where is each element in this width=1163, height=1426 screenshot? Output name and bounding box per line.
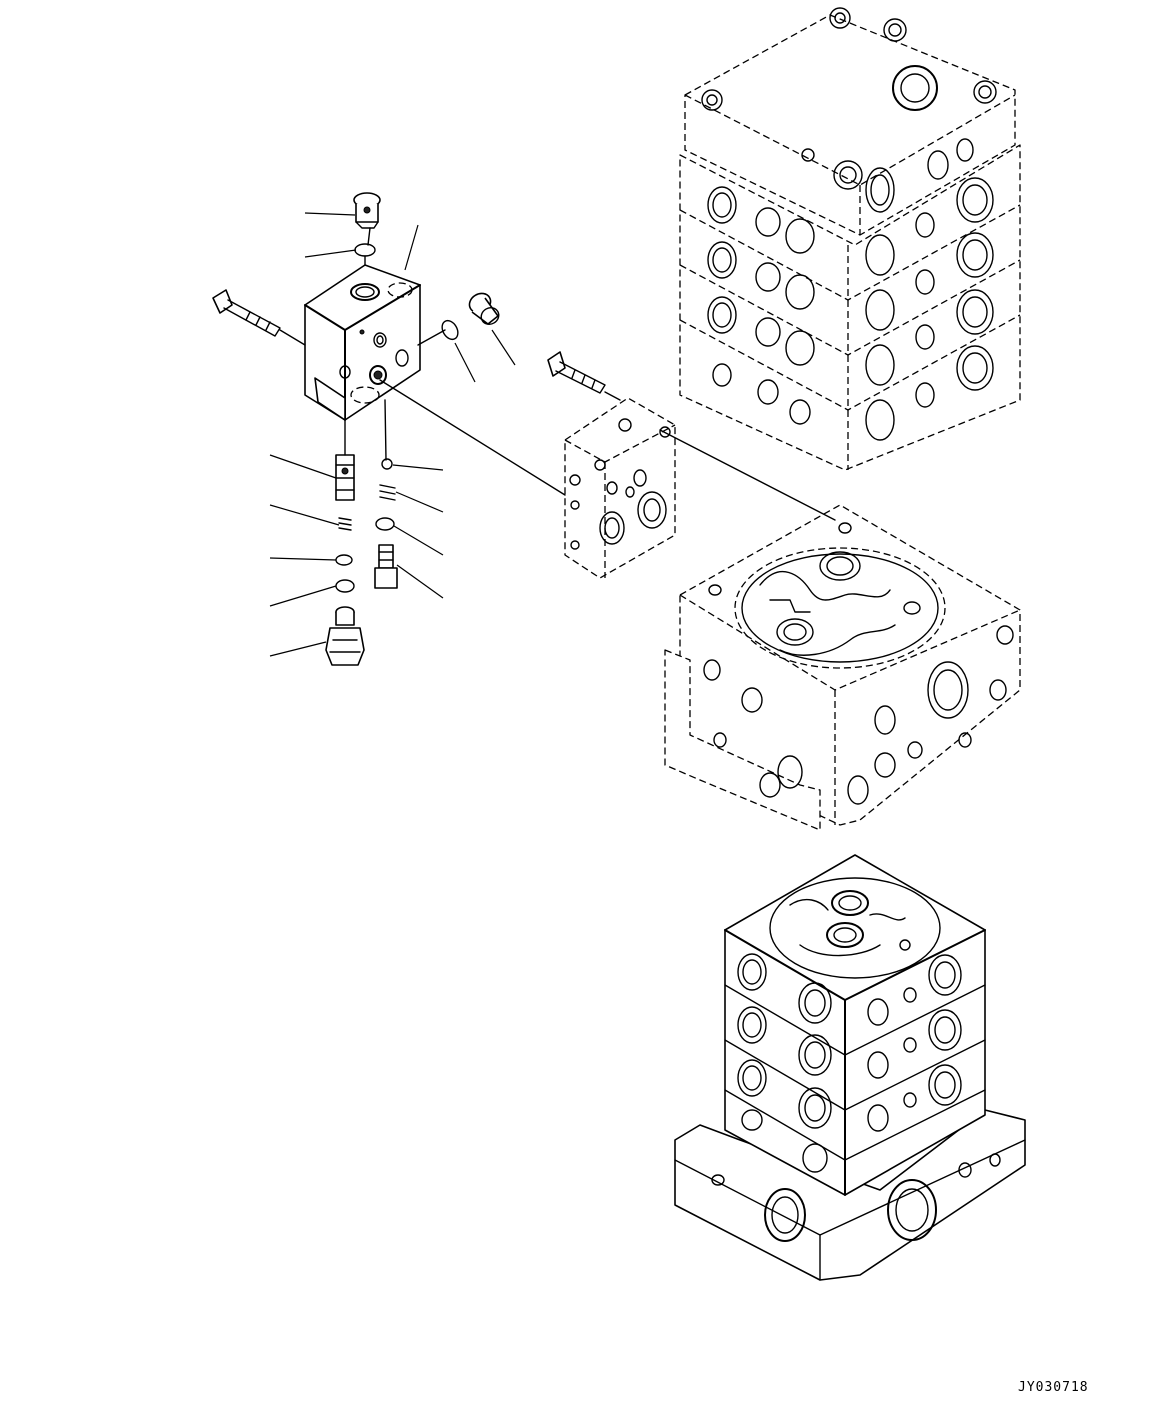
drawing-reference-code: JY030718 <box>1018 1380 1089 1395</box>
mounting-bolt-left <box>212 289 281 337</box>
piston <box>335 454 355 501</box>
assembly-center-lines <box>279 227 836 521</box>
valve-stack-lower <box>674 854 1026 1281</box>
valve-stack-upper <box>679 7 1021 471</box>
o-ring-top <box>354 243 376 257</box>
mounting-bolt-right <box>547 351 606 394</box>
o-ring-side <box>441 319 459 341</box>
o-ring-right <box>375 517 395 531</box>
section-plate <box>564 397 676 579</box>
o-ring-left-1 <box>335 554 353 566</box>
valve-block <box>304 264 421 421</box>
check-valve <box>374 544 398 589</box>
ball <box>381 458 393 470</box>
o-ring-left-2 <box>335 579 355 593</box>
spring-right <box>379 484 396 501</box>
valve-body-middle <box>664 504 1021 831</box>
relief-valve <box>325 606 365 666</box>
spring-left <box>338 517 352 531</box>
part-leader-lines <box>269 212 516 657</box>
side-plug <box>468 292 500 325</box>
top-plug <box>353 192 381 229</box>
